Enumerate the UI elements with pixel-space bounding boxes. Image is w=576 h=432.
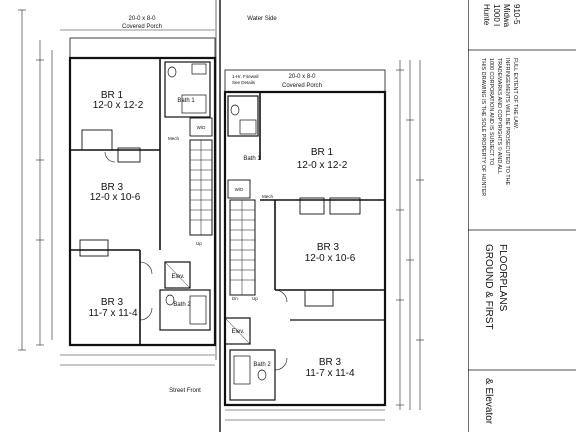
porch-left-size: 20-0 x 8-0 [128, 16, 156, 22]
notice-line-4: INFRINGEMENTS WILL BE PROSECUTED TO THE [504, 58, 510, 186]
right-br1-name: BR 1 [311, 147, 334, 158]
company-line-4: 910-5 [512, 4, 521, 25]
right-br3b-name: BR 3 [319, 357, 342, 368]
left-br3b-name: BR 3 [101, 297, 124, 308]
left-mech: Mech [168, 136, 180, 141]
notice-line-5: FULL EXTENT OF THE LAW. [512, 58, 518, 129]
sheet-title-2: FLOORPLANS [497, 244, 508, 312]
left-br1-size: 12-0 x 12-2 [93, 100, 144, 111]
company-line-3: Midwa [502, 4, 511, 28]
right-stair-dn: Dn [232, 296, 238, 301]
porch-right-name: Covered Porch [282, 83, 322, 89]
right-bath2: Bath 2 [253, 362, 271, 368]
notice-line-2: 1000 CORPORATION AND IS SUBJECT TO [488, 58, 494, 165]
left-br3b-size: 11-7 x 11-4 [88, 308, 138, 319]
porch-left-name: Covered Porch [122, 24, 162, 30]
company-line-1: Hunte [482, 4, 491, 26]
porch-right-size: 20-0 x 8-0 [288, 74, 316, 80]
firewall-note-2: See Details [232, 80, 256, 85]
street-front-label: Street Front [169, 388, 201, 394]
right-wd: W/D [235, 187, 244, 192]
left-stair-up: Up [196, 241, 202, 246]
sheet-title-1: GROUND & FIRST [483, 244, 494, 330]
company-line-2: 1000 I [492, 4, 501, 26]
sheet-subtitle: & Elevator [483, 378, 494, 425]
left-br1-name: BR 1 [101, 90, 124, 101]
right-mech: Mech [262, 194, 274, 199]
right-elevator: Elev. [232, 329, 245, 335]
right-bath1: Bath 1 [243, 156, 261, 162]
left-br3-size: 12-0 x 10-6 [90, 192, 141, 203]
left-bath1: Bath 1 [177, 98, 195, 104]
firewall-note: 1-Hr. Firewall [232, 74, 259, 79]
left-br3-name: BR 3 [101, 182, 124, 193]
left-bath2: Bath 2 [173, 302, 191, 308]
notice-line-1: THIS DRAWING IS THE SOLE PROPERTY OF HUN… [480, 58, 486, 196]
water-side-label: Water Side [247, 16, 277, 22]
right-br3-size: 12-0 x 10-6 [305, 253, 356, 264]
notice-line-3: TRADEMARKS AND COPYRIGHTS © AND ALL [496, 58, 503, 174]
left-wd: W/D [197, 125, 206, 130]
right-stair-up: Up [252, 296, 258, 301]
right-br1-size: 12-0 x 12-2 [297, 160, 348, 171]
right-br3-name: BR 3 [317, 242, 340, 253]
right-br3b-size: 11-7 x 11-4 [305, 368, 355, 379]
left-elevator: Elev. [172, 274, 185, 280]
title-block: Hunte 1000 I Midwa 910-5 THIS DRAWING IS… [468, 0, 576, 432]
